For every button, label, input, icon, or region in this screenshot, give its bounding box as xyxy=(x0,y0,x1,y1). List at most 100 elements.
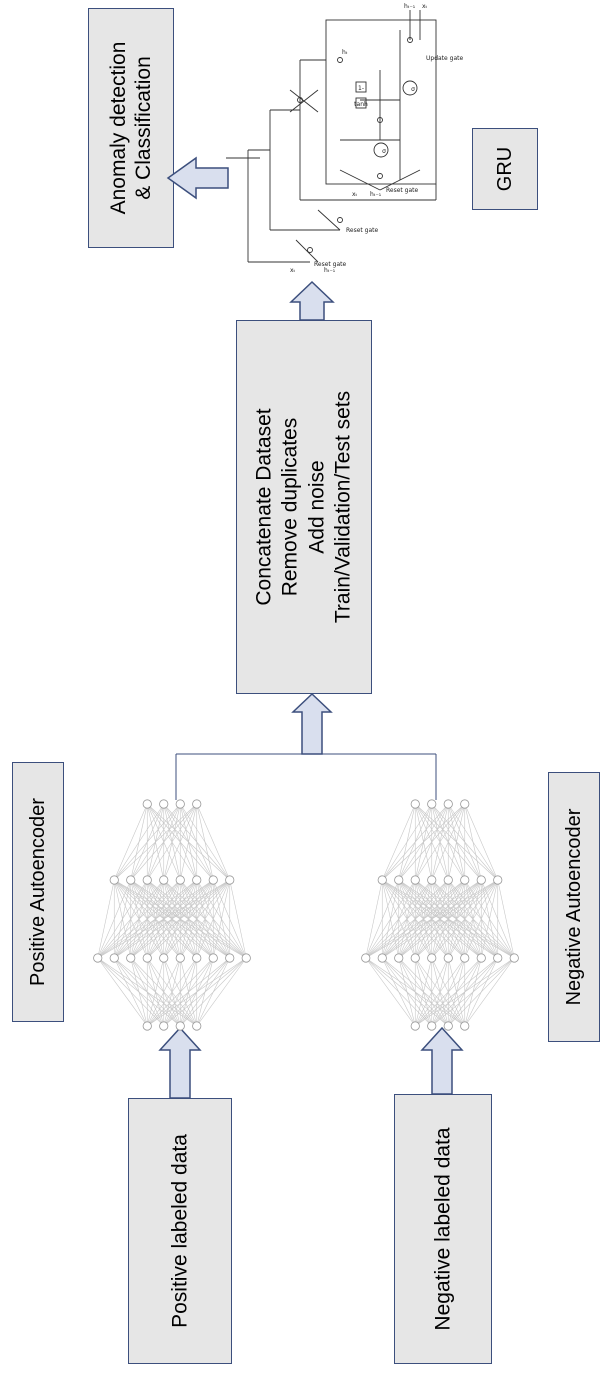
positive-data-box: Positive labeled data xyxy=(128,1098,232,1364)
nn-node xyxy=(410,799,420,809)
nn-edge xyxy=(464,879,499,959)
gru-ht-prev-2: hₜ₋₁ xyxy=(370,191,382,198)
nn-edge xyxy=(212,879,231,959)
gru-tanh: tanh xyxy=(354,101,368,108)
nn-edge xyxy=(113,957,148,1027)
gru-box: GRU xyxy=(472,128,538,210)
nn-node xyxy=(460,799,470,809)
nn-edge xyxy=(97,879,230,959)
nn-edge xyxy=(196,803,231,881)
nn-edge xyxy=(146,803,198,881)
positive-autoencoder-box: Positive Autoencoder xyxy=(12,762,64,1022)
nn-edge xyxy=(97,879,197,959)
nn-node xyxy=(159,799,169,809)
gru-xt-3: xₜ xyxy=(290,267,296,274)
nn-node xyxy=(192,875,202,885)
nn-edge xyxy=(415,957,465,1027)
nn-node xyxy=(109,875,119,885)
nn-node xyxy=(225,875,235,885)
nn-edge xyxy=(415,879,498,959)
negative-autoencoder-network xyxy=(361,799,519,1031)
nn-node xyxy=(427,1021,437,1031)
nn-edge xyxy=(480,879,499,959)
nn-node xyxy=(460,1021,470,1031)
nn-edge xyxy=(382,803,449,881)
nn-node xyxy=(460,953,470,963)
nn-node xyxy=(142,953,152,963)
anomaly-detection-box: Anomaly detection & Classification xyxy=(88,8,174,248)
nn-edge xyxy=(414,803,466,881)
nn-node xyxy=(142,799,152,809)
nn-node xyxy=(192,1021,202,1031)
nn-node xyxy=(460,875,470,885)
nn-edge xyxy=(365,879,465,959)
nn-edge xyxy=(365,879,416,959)
gru-gate-reset-1: Reset gate xyxy=(386,187,419,194)
nn-edge xyxy=(431,957,515,1027)
nn-edge xyxy=(146,957,165,1027)
merge-connector xyxy=(175,753,437,800)
arrow-to-anomaly xyxy=(166,156,229,200)
nn-node xyxy=(476,875,486,885)
nn-node xyxy=(377,953,387,963)
nn-edge xyxy=(365,957,416,1027)
nn-node xyxy=(175,799,185,809)
nn-node xyxy=(410,953,420,963)
nn-edge xyxy=(229,879,247,959)
nn-edge xyxy=(114,803,181,881)
nn-edge xyxy=(381,957,416,1027)
nn-edge xyxy=(179,879,231,959)
nn-edge xyxy=(163,803,198,881)
nn-edge xyxy=(415,957,515,1027)
arrow-merge-up xyxy=(291,692,333,755)
gru-one-minus: 1- xyxy=(358,85,364,92)
nn-edge xyxy=(365,879,400,959)
nn-node xyxy=(109,953,119,963)
gru-ht-out: hₜ xyxy=(342,49,348,56)
gru-xt-2: xₜ xyxy=(352,191,358,198)
nn-edge xyxy=(381,803,433,881)
nn-edge xyxy=(147,957,214,1027)
gru-gate-reset-3: Reset gate xyxy=(314,261,347,268)
gru-xt-top: xₜ xyxy=(422,3,428,10)
nn-edge xyxy=(97,879,164,959)
nn-node xyxy=(394,875,404,885)
nn-edge xyxy=(196,803,214,881)
nn-edge xyxy=(147,957,197,1027)
nn-edge xyxy=(130,957,148,1027)
nn-node xyxy=(443,875,453,885)
nn-node xyxy=(225,953,235,963)
arrow-to-gru xyxy=(289,280,335,321)
nn-node xyxy=(493,875,503,885)
nn-edge xyxy=(179,803,198,881)
nn-edge xyxy=(431,879,498,959)
nn-edge xyxy=(365,879,449,959)
nn-edge xyxy=(398,957,416,1027)
nn-node xyxy=(126,875,136,885)
nn-edge xyxy=(365,879,432,959)
nn-edge xyxy=(415,957,498,1027)
nn-node xyxy=(192,953,202,963)
negative-autoencoder-box: Negative Autoencoder xyxy=(548,772,600,1042)
nn-node xyxy=(175,953,185,963)
nn-node xyxy=(208,875,218,885)
nn-node xyxy=(159,875,169,885)
nn-edge xyxy=(130,803,197,881)
nn-edge xyxy=(113,803,148,881)
nn-edge xyxy=(365,879,482,959)
nn-edge xyxy=(196,879,231,959)
arrow-positive-up xyxy=(158,1026,202,1099)
gru-gate-reset-2: Reset gate xyxy=(346,227,379,234)
nn-edge xyxy=(381,803,416,881)
nn-edge xyxy=(464,803,482,881)
nn-node xyxy=(493,953,503,963)
nn-edge xyxy=(113,803,165,881)
nn-node xyxy=(208,953,218,963)
nn-edge xyxy=(147,957,230,1027)
nn-edge xyxy=(365,879,498,959)
gru-cell-diagram xyxy=(226,10,437,263)
nn-edge xyxy=(147,957,247,1027)
nn-node xyxy=(443,1021,453,1031)
preprocessing-box: Concatenate Dataset Remove duplicates Ad… xyxy=(236,320,372,694)
